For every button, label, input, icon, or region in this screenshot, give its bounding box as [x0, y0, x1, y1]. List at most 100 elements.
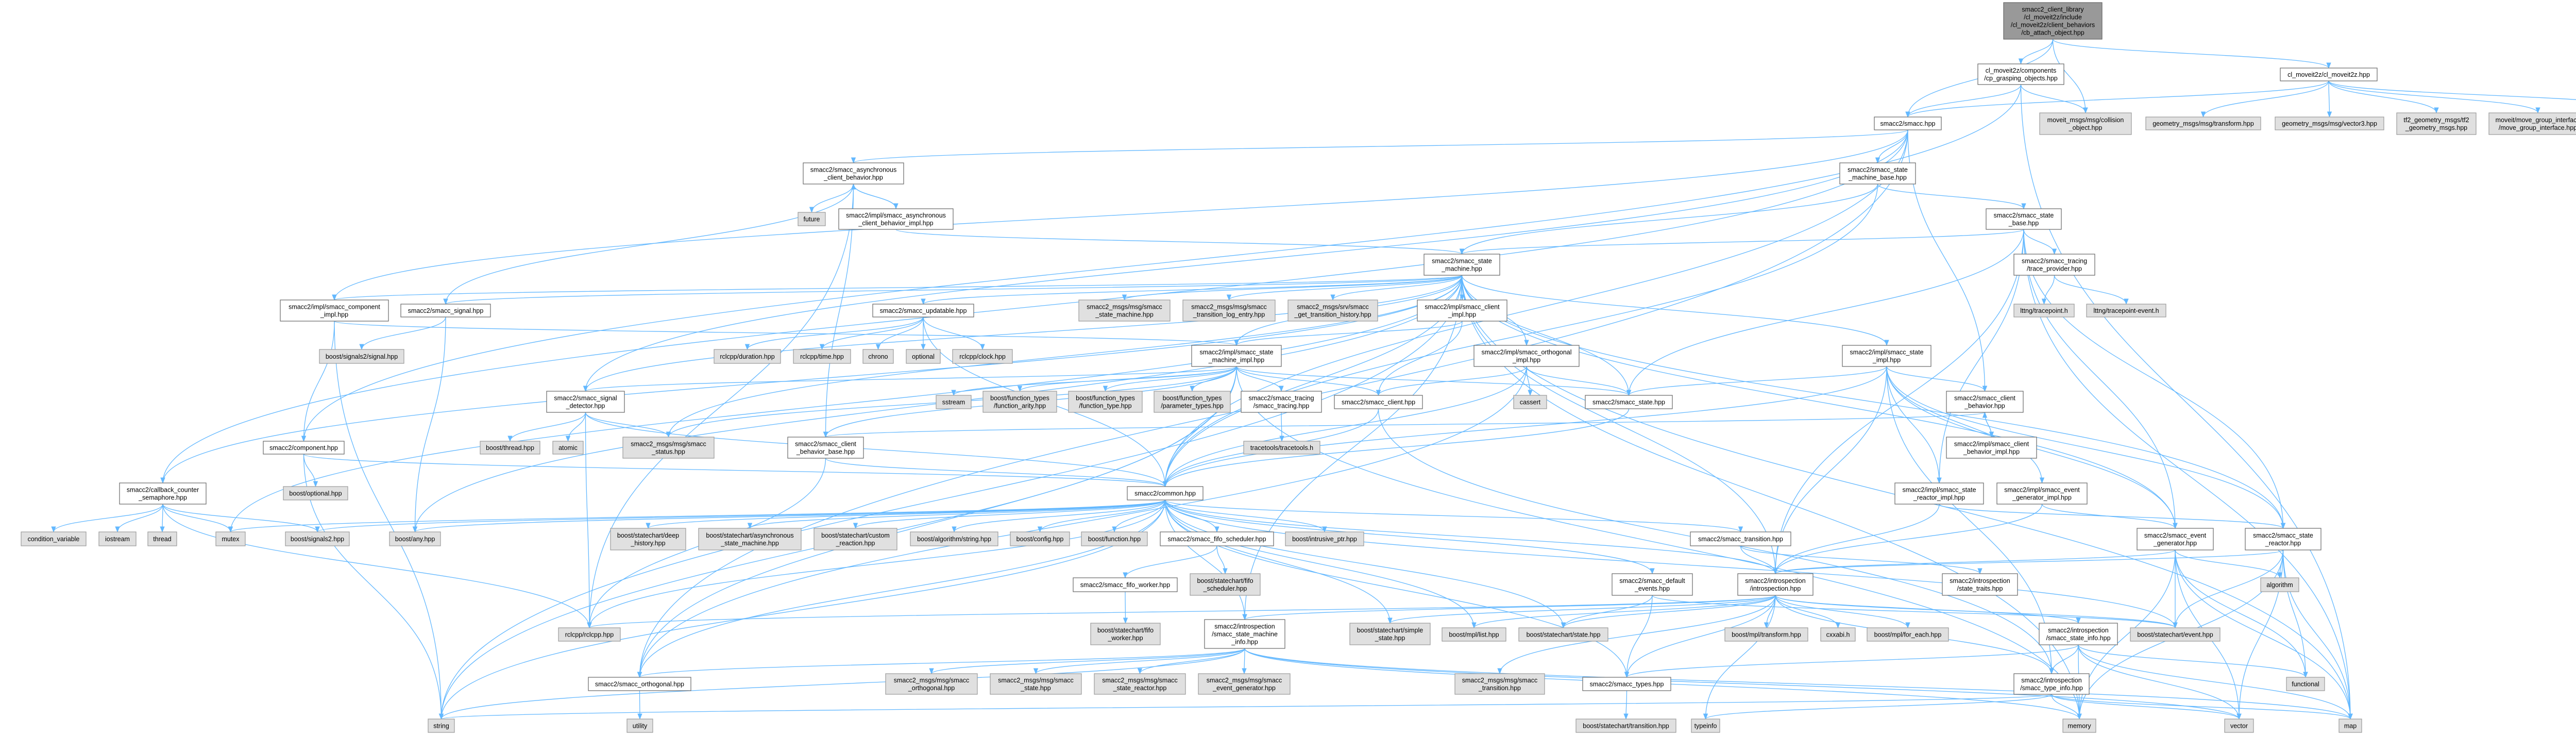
- node-signal[interactable]: smacc2/smacc_signal.hpp: [400, 304, 491, 318]
- node-functional: functional: [2286, 677, 2325, 691]
- edge-state_base-to-state_reactor: [2023, 229, 2286, 529]
- node-string: string: [428, 719, 455, 733]
- node-main[interactable]: smacc2_client_library/cl_moveit2z/includ…: [2003, 2, 2103, 40]
- node-vector: vector: [2224, 719, 2254, 733]
- node-ccs[interactable]: smacc2/callback_counter_semaphore.hpp: [119, 482, 207, 505]
- node-label-line: smacc2/impl/smacc_state: [1902, 487, 1976, 494]
- edge-ccs-to-rclcpp: [162, 504, 592, 629]
- node-box: [1068, 391, 1143, 413]
- node-box: [428, 719, 455, 733]
- node-sr-impl[interactable]: smacc2/impl/smacc_state_reactor_impl.hpp: [1894, 482, 1984, 505]
- node-label-line: _state_machine.hpp: [1095, 311, 1154, 319]
- node-msg-orth: smacc2_msgs/msg/smacc_orthogonal.hpp: [885, 673, 978, 695]
- node-trace-provider[interactable]: smacc2/smacc_tracing/trace_provider.hpp: [2013, 254, 2095, 276]
- node-sm-info[interactable]: smacc2/introspection/smacc_state_machine…: [1204, 619, 1285, 649]
- node-state-traits[interactable]: smacc2/introspection/state_traits.hpp: [1942, 573, 2018, 596]
- node-async-cb-impl[interactable]: smacc2/impl/smacc_asynchronous_client_be…: [838, 208, 954, 230]
- node-tracing[interactable]: smacc2/smacc_tracing/smacc_tracing.hpp: [1241, 391, 1322, 413]
- node-event-generator[interactable]: smacc2/smacc_event_generator.hpp: [2137, 528, 2214, 550]
- edge-types-to-sc_transition: [1623, 690, 1629, 720]
- node-label-line: /state_traits.hpp: [1957, 585, 2003, 592]
- node-label-line: _object.hpp: [2069, 124, 2103, 131]
- node-component-impl[interactable]: smacc2/impl/smacc_component_impl.hpp: [280, 299, 389, 322]
- edge-sm_info-to-vector: [1244, 648, 2242, 720]
- node-box: [2488, 112, 2576, 135]
- node-orthogonal[interactable]: smacc2/smacc_orthogonal.hpp: [588, 677, 691, 691]
- node-cl-moveit2z[interactable]: cl_moveit2z/cl_moveit2z.hpp: [2280, 68, 2378, 81]
- node-fifo-worker[interactable]: smacc2/smacc_fifo_worker.hpp: [1073, 577, 1178, 592]
- node-label-line: rclcpp/clock.hpp: [959, 353, 1006, 360]
- node-label-line: boost/signals2.hpp: [291, 536, 344, 543]
- node-algo-string: boost/algorithm/string.hpp: [910, 531, 998, 546]
- node-box: [480, 441, 540, 455]
- edge-component-to-common: [303, 454, 1167, 488]
- node-sm-impl[interactable]: smacc2/impl/smacc_state_machine_impl.hpp: [1191, 345, 1282, 367]
- node-async-cb[interactable]: smacc2/smacc_asynchronous_client_behavio…: [803, 162, 904, 185]
- node-cp-grasping[interactable]: cl_moveit2z/components/cp_grasping_objec…: [1977, 63, 2064, 85]
- node-introspection[interactable]: smacc2/introspection/introspection.hpp: [1737, 573, 1814, 596]
- node-fifo-scheduler[interactable]: smacc2/smacc_fifo_scheduler.hpp: [1160, 531, 1274, 546]
- edge-state_base-to-sr_impl: [1937, 229, 2024, 484]
- node-updatable[interactable]: smacc2/smacc_updatable.hpp: [872, 304, 974, 318]
- node-type-info[interactable]: smacc2/introspection/smacc_type_info.hpp: [2013, 673, 2090, 695]
- node-client-impl[interactable]: smacc2/impl/smacc_client_impl.hpp: [1417, 299, 1507, 322]
- node-common[interactable]: smacc2/common.hpp: [1127, 486, 1204, 500]
- node-signals2: boost/signals2.hpp: [285, 531, 350, 546]
- node-label-line: _reactor_impl.hpp: [1913, 494, 1965, 502]
- node-types[interactable]: smacc2/smacc_types.hpp: [1582, 677, 1671, 691]
- node-label-line: _scheduler.hpp: [1203, 585, 1247, 592]
- edge-smacc-to-common: [1162, 129, 1908, 488]
- node-box: [2013, 673, 2090, 695]
- node-label-line: cl_moveit2z/components: [1986, 67, 2057, 74]
- node-label-line: smacc2_msgs/msg/smacc: [1191, 304, 1267, 311]
- node-cbb[interactable]: smacc2/smacc_client_behavior_base.hpp: [787, 437, 864, 459]
- node-label-line: smacc2/impl/smacc_state: [1199, 349, 1273, 356]
- node-mgi: moveit/move_group_interface/move_group_i…: [2488, 112, 2576, 135]
- node-signal-detector[interactable]: smacc2/smacc_signal_detector.hpp: [546, 391, 625, 413]
- node-box: [936, 395, 972, 409]
- node-sc-fifo-scheduler: boost/statechart/fifo_scheduler.hpp: [1190, 573, 1261, 596]
- node-cxxabi: cxxabi.h: [1820, 627, 1856, 642]
- node-label-line: boost/statechart/simple: [1357, 627, 1423, 634]
- node-label-line: smacc2/impl/smacc_client: [1954, 441, 2029, 448]
- node-state-base[interactable]: smacc2/smacc_state_base.hpp: [1986, 208, 2062, 230]
- node-label-line: algorithm: [2266, 581, 2293, 589]
- node-smacc-state[interactable]: smacc2/smacc_state.hpp: [1585, 395, 1673, 409]
- edge-sm_info-to-orthogonal: [637, 648, 1245, 678]
- node-label-line: smacc2_msgs/msg/smacc: [894, 677, 970, 684]
- edge-state_machine-to-state_reactor: [1461, 275, 2286, 529]
- edge-common-to-introspection: [1164, 499, 1778, 575]
- node-label-line: smacc2/smacc.hpp: [1880, 120, 1936, 127]
- node-client-behavior-impl[interactable]: smacc2/impl/smacc_client_behavior_impl.h…: [1946, 437, 2037, 459]
- node-transition[interactable]: smacc2/smacc_transition.hpp: [1690, 531, 1791, 546]
- node-box: [1073, 577, 1178, 592]
- node-sm-base[interactable]: smacc2/smacc_state_machine_base.hpp: [1839, 162, 1916, 185]
- node-signals2-signal: boost/signals2/signal.hpp: [319, 349, 404, 364]
- node-client-behavior[interactable]: smacc2/smacc_client_behavior.hpp: [1946, 391, 2024, 413]
- node-algorithm: algorithm: [2260, 577, 2299, 592]
- node-state-reactor[interactable]: smacc2/smacc_state_reactor.hpp: [2245, 528, 2321, 550]
- node-label-line: lttng/tracepoint.h: [2020, 307, 2067, 314]
- edge-type_info-to-map: [2051, 694, 2353, 720]
- node-box: [1154, 391, 1231, 413]
- edge-common-to-signals2: [315, 499, 1166, 533]
- edge-cl_moveit2z-to-tf2: [2328, 80, 2439, 114]
- edge-state_machine-to-msg_sm: [1122, 275, 1463, 301]
- node-orth-impl[interactable]: smacc2/impl/smacc_orthogonal_impl.hpp: [1473, 345, 1580, 367]
- edge-state_impl-to-client_behavior: [1886, 366, 1988, 392]
- edge-state_machine-to-component_impl: [332, 275, 1463, 301]
- node-eg-impl[interactable]: smacc2/impl/smacc_event_generator_impl.h…: [1996, 482, 2088, 505]
- node-default-events[interactable]: smacc2/smacc_default_events.hpp: [1612, 573, 1693, 596]
- node-state-machine[interactable]: smacc2/smacc_state_machine.hpp: [1423, 254, 1500, 276]
- node-label-line: _impl.hpp: [1872, 357, 1901, 364]
- node-component[interactable]: smacc2/component.hpp: [263, 441, 345, 455]
- node-collision: moveit_msgs/msg/collision_object.hpp: [2039, 112, 2132, 135]
- node-smacc[interactable]: smacc2/smacc.hpp: [1874, 116, 1942, 130]
- node-state-info[interactable]: smacc2/introspection/smacc_state_info.hp…: [2039, 623, 2118, 645]
- node-state-impl[interactable]: smacc2/impl/smacc_state_impl.hpp: [1842, 345, 1931, 367]
- node-box: [2338, 719, 2362, 733]
- node-label-line: atomic: [558, 444, 578, 452]
- node-label-line: smacc2/smacc_fifo_worker.hpp: [1080, 581, 1170, 589]
- node-client[interactable]: smacc2/smacc_client.hpp: [1334, 395, 1423, 409]
